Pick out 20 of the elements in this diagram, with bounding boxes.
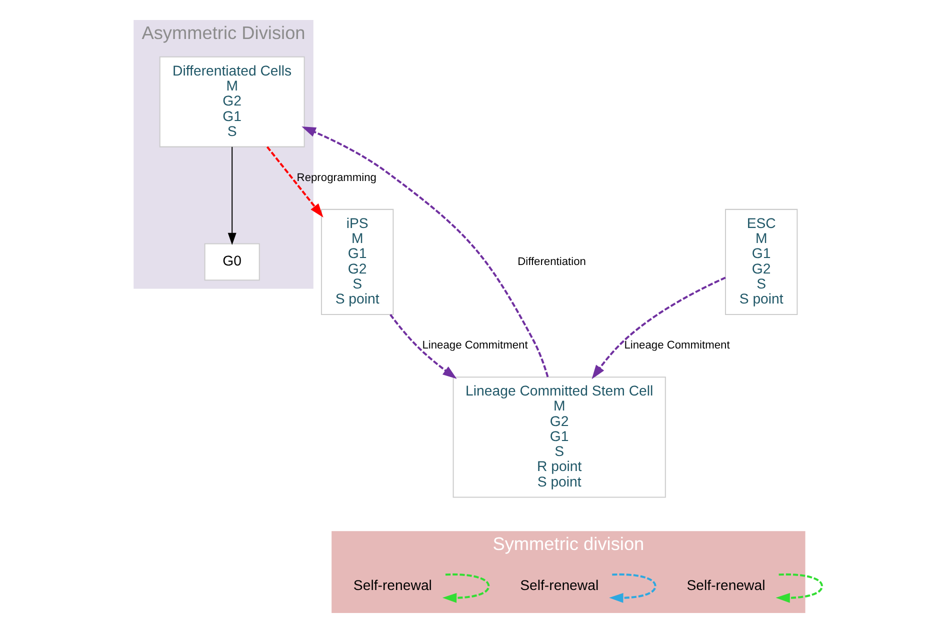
edge-label: Lineage Commitment (624, 340, 730, 352)
node-box: Lineage Committed Stem Cell M G2 G1 S R point S point (452, 376, 666, 498)
arrow (301, 126, 548, 378)
edge-label: Lineage Commitment (422, 340, 528, 352)
node-text: Self-renewal (352, 576, 432, 593)
arrow (266, 146, 323, 218)
node-text: Self-renewal (520, 576, 598, 593)
arrow (389, 314, 456, 379)
node-text: Self-renewal (686, 576, 765, 593)
node-box: iPS M G1 G2 S S point (320, 208, 394, 315)
arrow (608, 573, 656, 603)
arrow (227, 146, 236, 246)
node-box: G0 (204, 243, 260, 281)
arrow (442, 573, 490, 603)
edge-label: Reprogramming (296, 172, 376, 184)
node-box: Differentiated Cells M G2 G1 S (158, 56, 304, 148)
node-box: ESC M G1 G2 S S point (724, 208, 798, 315)
edge-label: Differentiation (517, 256, 586, 268)
arrow (591, 276, 726, 380)
arrow (775, 573, 822, 603)
